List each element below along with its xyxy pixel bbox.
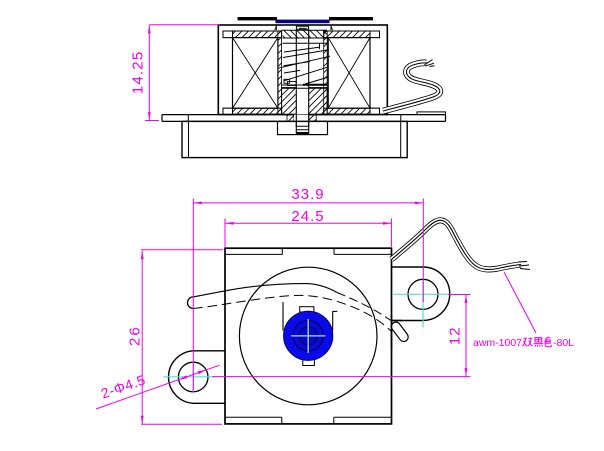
svg-text:14.25: 14.25: [130, 51, 147, 95]
svg-text:24.5: 24.5: [291, 208, 324, 225]
svg-text:12: 12: [447, 326, 464, 345]
svg-text:-80L: -80L: [553, 337, 574, 349]
svg-text:awm-1007: awm-1007: [473, 337, 522, 349]
svg-text:26: 26: [126, 325, 143, 346]
svg-text:33.9: 33.9: [291, 186, 324, 203]
